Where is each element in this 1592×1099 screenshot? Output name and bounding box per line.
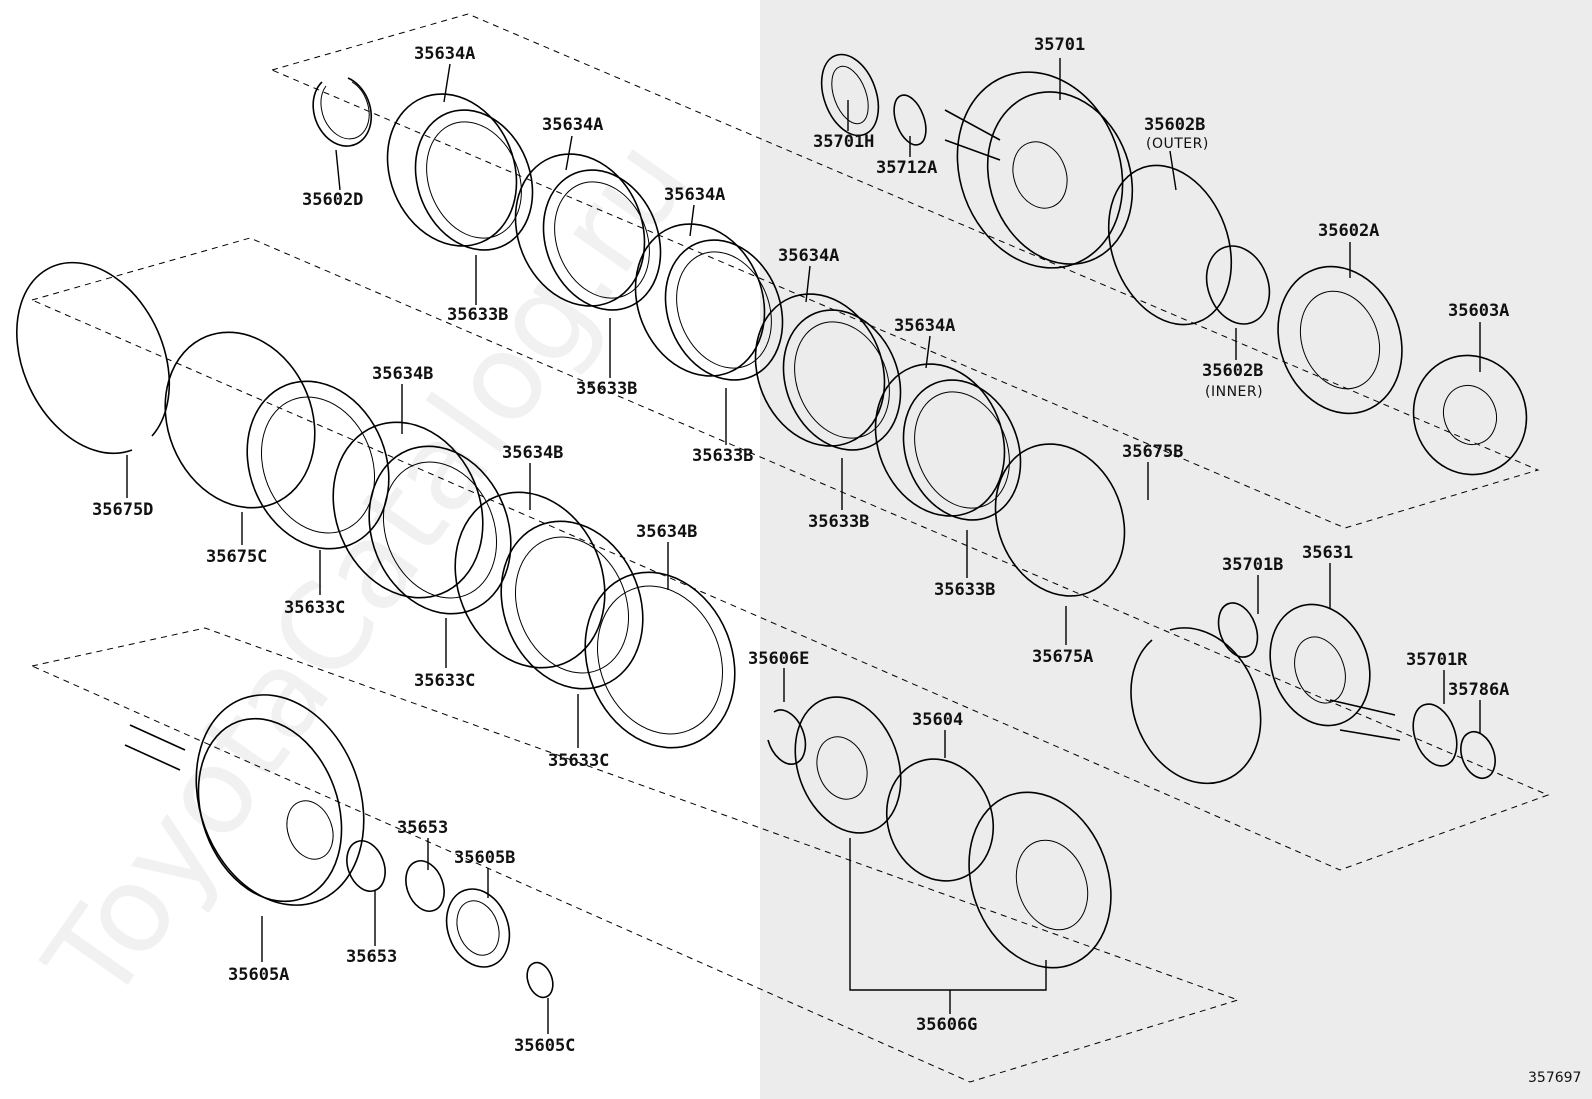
label-35675C[interactable]: 35675C [206,547,267,567]
label-35602B-outer[interactable]: 35602B [1144,115,1205,135]
label-35634A-1[interactable]: 35634A [414,44,475,64]
middle-clutch-pack [16,261,736,749]
label-35701B[interactable]: 35701B [1222,555,1283,575]
group-outlines [30,13,1550,1083]
label-35633B-5[interactable]: 35633B [934,580,995,600]
label-35701H[interactable]: 35701H [813,132,874,152]
label-35633C-2[interactable]: 35633C [414,671,475,691]
sun-gear-35631 [1217,602,1496,780]
label-35653-1[interactable]: 35653 [397,818,448,838]
label-35633B-3[interactable]: 35633B [692,446,753,466]
label-35606G[interactable]: 35606G [916,1015,977,1035]
label-35606E[interactable]: 35606E [748,649,809,669]
label-35634A-2[interactable]: 35634A [542,115,603,135]
label-35675D[interactable]: 35675D [92,500,153,520]
label-35631[interactable]: 35631 [1302,543,1353,563]
label-35634A-5[interactable]: 35634A [894,316,955,336]
label-35603A[interactable]: 35603A [1448,301,1509,321]
label-35653-2[interactable]: 35653 [346,947,397,967]
label-35633B-2[interactable]: 35633B [576,379,637,399]
label-35605A[interactable]: 35605A [228,965,289,985]
label-35675B[interactable]: 35675B [1122,442,1183,462]
label-35605C[interactable]: 35605C [514,1036,575,1056]
label-35634A-4[interactable]: 35634A [778,246,839,266]
label-35701[interactable]: 35701 [1034,35,1085,55]
label-35634B-3[interactable]: 35634B [636,522,697,542]
label-35604[interactable]: 35604 [912,710,963,730]
label-35675A[interactable]: 35675A [1032,647,1093,667]
label-35602A[interactable]: 35602A [1318,221,1379,241]
upper-clutch-pack [312,77,1262,785]
label-35602B-outer-note: (OUTER) [1146,136,1209,152]
label-35633B-1[interactable]: 35633B [447,305,508,325]
label-35633C-1[interactable]: 35633C [284,598,345,618]
label-35634B-2[interactable]: 35634B [502,443,563,463]
label-35634B-1[interactable]: 35634B [372,364,433,384]
label-35712A[interactable]: 35712A [876,158,937,178]
label-35701R[interactable]: 35701R [1406,650,1468,670]
clutch-drum-35701 [820,53,1528,476]
label-35605B[interactable]: 35605B [454,848,515,868]
leader-lines [126,58,1481,1034]
label-35602D[interactable]: 35602D [302,190,363,210]
label-35602B-inner-note: (INNER) [1205,384,1263,400]
label-35602B-inner[interactable]: 35602B [1202,361,1263,381]
diagram-reference-number: 357697 [1528,1070,1581,1086]
label-35633B-4[interactable]: 35633B [808,512,869,532]
lower-assembly [124,694,1112,999]
label-35634A-3[interactable]: 35634A [664,185,725,205]
label-35786A[interactable]: 35786A [1448,680,1509,700]
label-35633C-3[interactable]: 35633C [548,751,609,771]
part-labels: 35634A 35634A 35634A 35634A 35634A 35602… [92,35,1581,1086]
right-panel-background [760,0,1592,1099]
